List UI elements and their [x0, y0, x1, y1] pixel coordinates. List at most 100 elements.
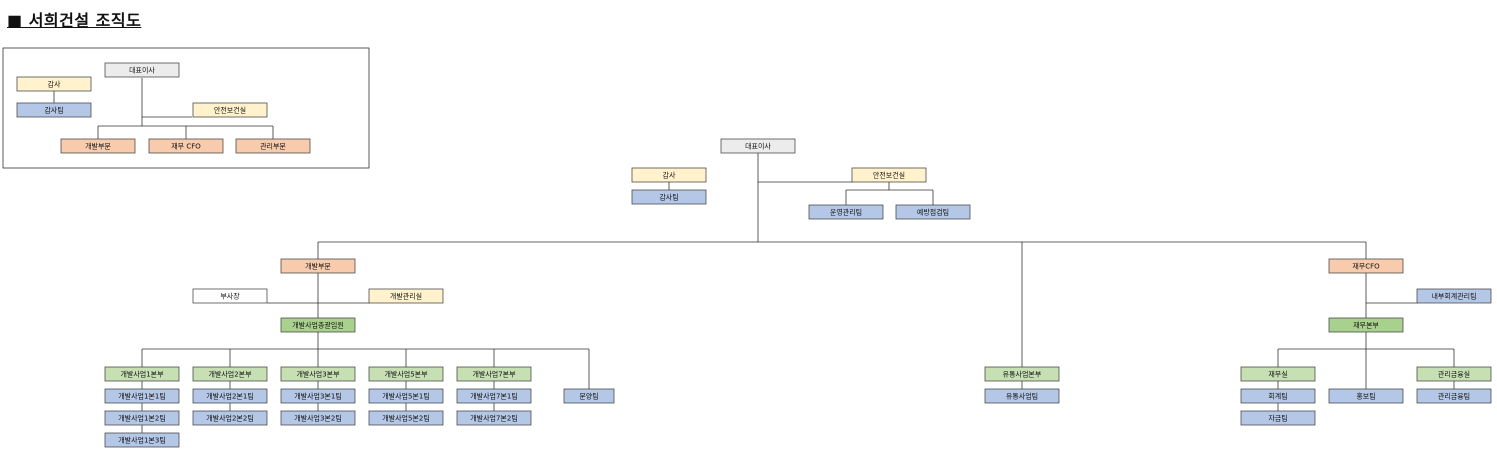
summary-safety-label: 안전보건실: [214, 106, 246, 115]
finance-hq-label: 재무본부: [1353, 322, 1379, 330]
dev-unit-2-team-2-label: 개발사업2본2팀: [206, 414, 254, 423]
dev-unit-1: 개발사업1본부: [104, 366, 180, 382]
dev-unit-1-team-3-label: 개발사업1본3팀: [118, 436, 166, 445]
summary-cfo-division-box: [148, 138, 224, 154]
audit: 감사: [631, 167, 707, 183]
dev-unit-1-team-2: 개발사업1본2팀: [104, 410, 180, 426]
dev-division-box: [280, 258, 356, 274]
treasury-team-label: 자금팀: [1268, 414, 1287, 423]
summary-audit-team-label: 감사팀: [44, 106, 63, 115]
distribution-team-box: [984, 388, 1060, 404]
vice-president-label: 부사장: [220, 292, 240, 301]
cfo-label: 재무CFO: [1352, 263, 1380, 271]
summary-ceo-box: [104, 62, 180, 78]
dev-unit-1-team-1-label: 개발사업1본1팀: [118, 392, 166, 401]
fin-mgmt-team-label: 관리금융팀: [1438, 392, 1470, 401]
dev-unit-3-box: [280, 366, 356, 382]
finance-hq: 재무본부: [1328, 317, 1404, 333]
vice-president-box: [192, 288, 268, 304]
summary-audit-label: 감사: [48, 80, 61, 89]
fin-mgmt-office-label: 관리금융실: [1438, 370, 1470, 379]
prevention-team-box: [895, 204, 971, 220]
dev-unit-3-label: 개발사업3본부: [296, 370, 340, 379]
summary-safety: 안전보건실: [192, 102, 268, 118]
treasury-team: 자금팀: [1240, 410, 1316, 426]
fin-mgmt-office: 관리금융실: [1416, 366, 1492, 382]
dev-business-hq: 개발사업총괄임원: [280, 317, 356, 333]
summary-dev-division-box: [60, 138, 136, 154]
dev-unit-3-team-1: 개발사업3본1팀: [280, 388, 356, 404]
dev-unit-4-team-2-label: 개발사업5본2팀: [382, 414, 430, 423]
prevention-team-label: 예방점검팀: [917, 208, 949, 217]
summary-cfo-division: 재무 CFO: [148, 138, 224, 154]
vice-president: 부사장: [192, 288, 268, 304]
dev-unit-3-team-2-label: 개발사업3본2팀: [294, 414, 342, 423]
dev-unit-1-team-3-box: [104, 432, 180, 448]
dev-mgmt-office-box: [368, 288, 444, 304]
dev-unit-4: 개발사업5본부: [368, 366, 444, 382]
summary-mgmt-division: 관리부문: [235, 138, 311, 154]
page-title: ■ 서희건설 조직도: [7, 11, 142, 30]
accounting-team: 회계팀: [1240, 388, 1316, 404]
fin-mgmt-team-box: [1416, 388, 1492, 404]
dev-division: 개발부문: [280, 258, 356, 274]
distribution-team: 유통사업팀: [984, 388, 1060, 404]
sales-team: 분양팀: [563, 388, 615, 404]
distribution-team-label: 유통사업팀: [1006, 392, 1038, 401]
cfo: 재무CFO: [1328, 258, 1404, 274]
dev-unit-1-team-2-box: [104, 410, 180, 426]
cfo-box: [1328, 258, 1404, 274]
summary-mgmt-division-box: [235, 138, 311, 154]
ceo: 대표이사: [720, 138, 796, 154]
dev-unit-2-label: 개발사업2본부: [208, 370, 252, 379]
audit-team-box: [631, 189, 707, 205]
dev-unit-4-team-2: 개발사업5본2팀: [368, 410, 444, 426]
dev-unit-4-team-1: 개발사업5본1팀: [368, 388, 444, 404]
audit-team: 감사팀: [631, 189, 707, 205]
audit-team-label: 감사팀: [659, 193, 678, 202]
dev-unit-5-team-2-box: [456, 410, 532, 426]
ceo-label: 대표이사: [745, 142, 771, 151]
dev-unit-4-label: 개발사업5본부: [384, 370, 428, 379]
sales-team-box: [563, 388, 615, 404]
summary-mgmt-division-label: 관리부문: [260, 142, 286, 151]
summary-dev-division-label: 개발부문: [85, 142, 111, 151]
fin-mgmt-office-box: [1416, 366, 1492, 382]
dev-unit-5: 개발사업7본부: [456, 366, 532, 382]
dev-unit-1-team-3: 개발사업1본3팀: [104, 432, 180, 448]
dev-unit-2-team-1-label: 개발사업2본1팀: [206, 392, 254, 401]
finance-office: 재무실: [1240, 366, 1316, 382]
finance-office-label: 재무실: [1268, 370, 1287, 379]
dev-business-hq-label: 개발사업총괄임원: [292, 321, 344, 330]
ops-mgmt-team-label: 운영관리팀: [830, 208, 862, 217]
dev-unit-1-label: 개발사업1본부: [120, 370, 164, 379]
ops-mgmt-team-box: [808, 204, 884, 220]
internal-accounting-team: 내부회계관리팀: [1416, 288, 1492, 304]
dev-unit-1-team-1: 개발사업1본1팀: [104, 388, 180, 404]
treasury-team-box: [1240, 410, 1316, 426]
summary-dev-division: 개발부문: [60, 138, 136, 154]
dev-business-hq-box: [280, 317, 356, 333]
distribution-hq-label: 유통사업본부: [1003, 370, 1042, 379]
dev-unit-5-team-2-label: 개발사업7본2팀: [470, 414, 518, 423]
dev-unit-4-team-1-box: [368, 388, 444, 404]
dev-unit-3: 개발사업3본부: [280, 366, 356, 382]
dev-unit-2-team-2: 개발사업2본2팀: [192, 410, 268, 426]
dev-unit-1-box: [104, 366, 180, 382]
sales-team-label: 분양팀: [579, 393, 598, 401]
dev-unit-3-team-2-box: [280, 410, 356, 426]
dev-mgmt-office: 개발관리실: [368, 288, 444, 304]
audit-label: 감사: [663, 171, 676, 180]
finance-hq-box: [1328, 317, 1404, 333]
summary-frame: [2, 47, 370, 169]
dev-unit-3-team-2: 개발사업3본2팀: [280, 410, 356, 426]
dev-unit-2: 개발사업2본부: [192, 366, 268, 382]
summary-audit-team: 감사팀: [16, 102, 92, 118]
ops-mgmt-team: 운영관리팀: [808, 204, 884, 220]
dev-unit-1-team-1-box: [104, 388, 180, 404]
dev-unit-5-label: 개발사업7본부: [472, 370, 516, 379]
summary-ceo-label: 대표이사: [129, 66, 155, 75]
dev-unit-5-box: [456, 366, 532, 382]
